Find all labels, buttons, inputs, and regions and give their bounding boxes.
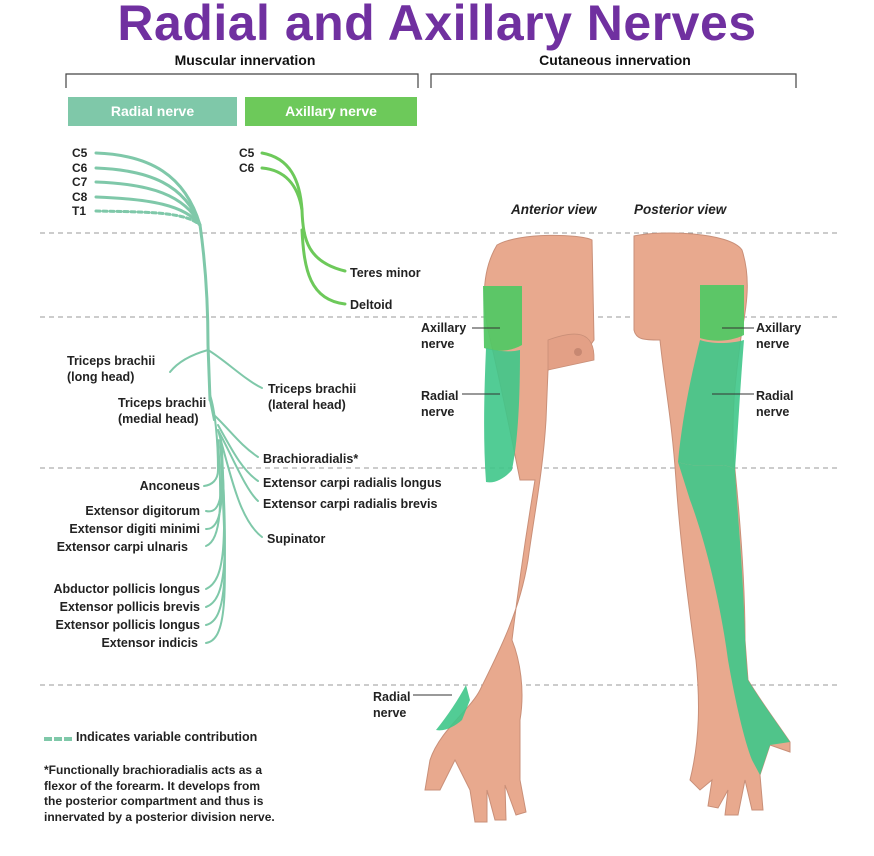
axillary-root-c6: C6 <box>239 161 255 175</box>
axillary-root-c5: C5 <box>239 146 255 160</box>
label-extensor-digiti-minimi: Extensor digiti minimi <box>69 522 200 536</box>
label-brachioradialis: Brachioradialis* <box>263 452 359 466</box>
label-anconeus: Anconeus <box>139 479 200 493</box>
cutaneous-innervation-heading: Cutaneous innervation <box>539 52 691 68</box>
anterior-arm <box>424 234 595 823</box>
label-ecr-longus: Extensor carpi radialis longus <box>263 476 442 490</box>
anterior-axillary-nerve-label: Axillary nerve <box>421 321 467 351</box>
axillary-nerve-box: Axillary nerve <box>245 97 417 126</box>
label-ecr-brevis: Extensor carpi radialis brevis <box>263 497 438 511</box>
label-extensor-digitorum: Extensor digitorum <box>85 504 200 518</box>
anterior-view-title: Anterior view <box>511 202 597 217</box>
footnote: *Functionally brachioradialis acts as a … <box>44 763 275 824</box>
label-extensor-indicis: Extensor indicis <box>101 636 198 650</box>
legend-text: Indicates variable contribution <box>76 730 258 744</box>
leader-lines <box>413 327 754 696</box>
label-extensor-pollicis-brevis: Extensor pollicis brevis <box>59 600 200 614</box>
radial-root-c5: C5 <box>72 146 88 160</box>
label-extensor-carpi-ulnaris: Extensor carpi ulnaris <box>56 540 188 554</box>
label-triceps-long-head: Triceps brachii (long head) <box>67 354 156 384</box>
label-triceps-medial-head: Triceps brachii (medial head) <box>118 396 207 426</box>
variable-contribution-legend-swatch <box>44 737 72 741</box>
label-supinator: Supinator <box>267 532 326 546</box>
posterior-view-title: Posterior view <box>634 202 727 217</box>
muscular-innervation-heading: Muscular innervation <box>174 52 316 68</box>
posterior-radial-nerve-label: Radial nerve <box>756 389 794 419</box>
radial-root-c7: C7 <box>72 175 88 189</box>
anterior-radial-nerve-label: Radial nerve <box>421 389 459 419</box>
posterior-arm <box>633 232 791 816</box>
radial-root-c6: C6 <box>72 161 88 175</box>
radial-root-t1: T1 <box>72 204 87 218</box>
label-deltoid: Deltoid <box>350 298 393 312</box>
hand-radial-nerve-label: Radial nerve <box>373 690 411 720</box>
section-brackets <box>65 73 797 88</box>
page-title: Radial and Axillary Nerves <box>117 0 757 51</box>
label-abductor-pollicis-longus: Abductor pollicis longus <box>53 582 200 596</box>
label-triceps-lateral-head: Triceps brachii (lateral head) <box>268 382 357 412</box>
label-teres-minor: Teres minor <box>350 266 421 280</box>
radial-nerve-tree <box>94 151 263 644</box>
posterior-axillary-nerve-label: Axillary nerve <box>756 321 802 351</box>
radial-root-c8: C8 <box>72 190 88 204</box>
label-extensor-pollicis-longus: Extensor pollicis longus <box>55 618 200 632</box>
axillary-nerve-tree <box>260 151 347 306</box>
radial-nerve-box: Radial nerve <box>68 97 237 126</box>
